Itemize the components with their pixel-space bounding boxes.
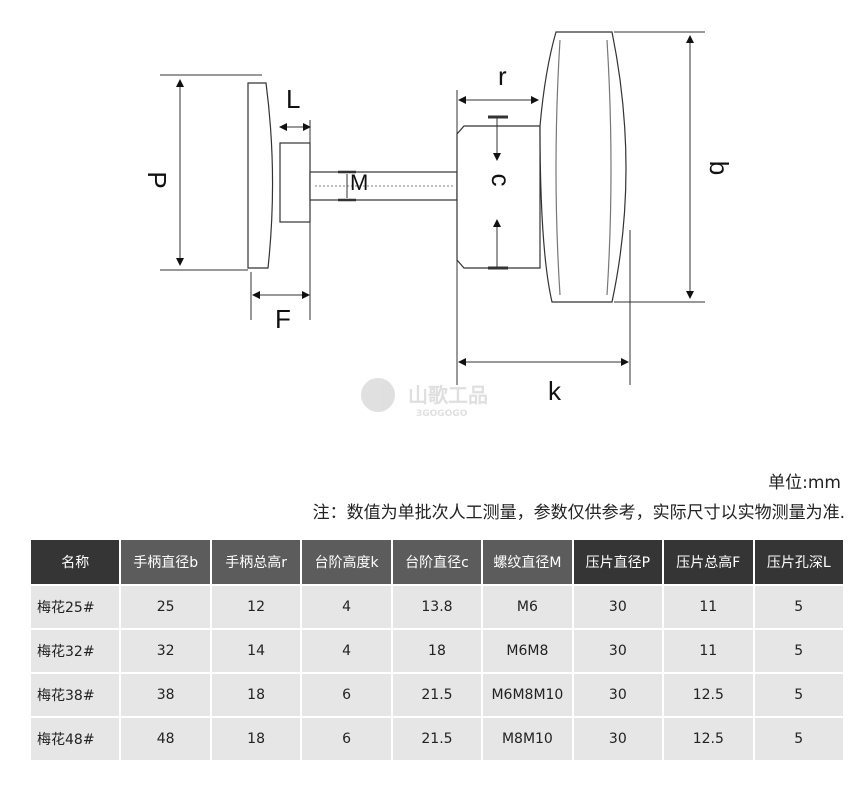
- measurement-note: 注：数值为单批次人工测量，参数仅供参考，实际尺寸以实物测量为准.: [312, 503, 845, 523]
- table-cell: 6: [300, 672, 393, 718]
- table-cell: 18: [390, 628, 484, 674]
- table-cell: M8M10: [481, 716, 574, 762]
- table-header-row: 名称 手柄直径b 手柄总高r 台阶高度k 台阶直径c 螺纹直径M 压片直径P 压…: [28, 538, 845, 586]
- table-cell: 14: [209, 628, 303, 674]
- spec-table: 名称 手柄直径b 手柄总高r 台阶高度k 台阶直径c 螺纹直径M 压片直径P 压…: [28, 538, 845, 762]
- table-cell: 5: [752, 716, 845, 762]
- table-cell: 梅花38#: [28, 672, 122, 718]
- label-l: L: [286, 84, 300, 114]
- header-cell: 手柄直径b: [119, 538, 212, 586]
- table-cell: 梅花25#: [28, 584, 122, 630]
- table-cell: 13.8: [390, 584, 484, 630]
- svg-text:3GOGOGO: 3GOGOGO: [416, 409, 468, 419]
- table-cell: 5: [752, 628, 845, 674]
- table-cell: 38: [119, 672, 212, 718]
- header-cell: 台阶高度k: [300, 538, 393, 586]
- table-cell: M6: [481, 584, 574, 630]
- disc-hub: [279, 142, 311, 223]
- table-cell: 30: [571, 716, 665, 762]
- table-cell: 21.5: [390, 672, 484, 718]
- header-cell: 名称: [28, 538, 122, 586]
- label-f: F: [275, 304, 291, 334]
- table-cell: 4: [300, 584, 393, 630]
- table-cell: M6M8: [481, 628, 574, 674]
- table-cell: 21.5: [390, 716, 484, 762]
- step-cylinder: [456, 125, 541, 269]
- header-cell: 压片总高F: [662, 538, 755, 586]
- svg-text:山歌工品: 山歌工品: [408, 383, 488, 407]
- table-cell: 5: [752, 584, 845, 630]
- table-cell: 11: [662, 584, 755, 630]
- plum-handle: [539, 31, 627, 303]
- table-cell: 6: [300, 716, 393, 762]
- table-cell: 5: [752, 672, 845, 718]
- watermark-logo: 山歌工品 3GOGOGO: [361, 378, 488, 419]
- table-cell: 12: [209, 584, 303, 630]
- table-cell: 梅花32#: [28, 628, 122, 674]
- header-cell: 螺纹直径M: [481, 538, 574, 586]
- table-cell: 32: [119, 628, 212, 674]
- table-cell: 12.5: [662, 672, 755, 718]
- label-b: b: [704, 161, 734, 175]
- table-cell: 梅花48#: [28, 716, 122, 762]
- dimension-diagram: P L F M c r b k 山歌工品 3GOGOGO: [142, 31, 734, 419]
- table-cell: 18: [209, 672, 303, 718]
- label-c: c: [486, 174, 516, 187]
- table-cell: 25: [119, 584, 212, 630]
- table-cell: 30: [571, 672, 665, 718]
- table-cell: 12.5: [662, 716, 755, 762]
- pressure-disc: [247, 82, 274, 269]
- header-cell: 压片孔深L: [752, 538, 845, 586]
- table-cell: 18: [209, 716, 303, 762]
- header-cell: 台阶直径c: [390, 538, 484, 586]
- table-cell: 30: [571, 628, 665, 674]
- unit-label: 单位:mm: [768, 473, 841, 493]
- label-r: r: [498, 61, 507, 91]
- table-cell: 4: [300, 628, 393, 674]
- table-cell: 30: [571, 584, 665, 630]
- label-p: P: [142, 171, 172, 188]
- table-cell: M6M8M10: [481, 672, 574, 718]
- table-cell: 48: [119, 716, 212, 762]
- header-cell: 压片直径P: [571, 538, 665, 586]
- label-k: k: [548, 376, 562, 406]
- header-cell: 手柄总高r: [209, 538, 303, 586]
- label-m: M: [350, 170, 368, 195]
- table-cell: 11: [662, 628, 755, 674]
